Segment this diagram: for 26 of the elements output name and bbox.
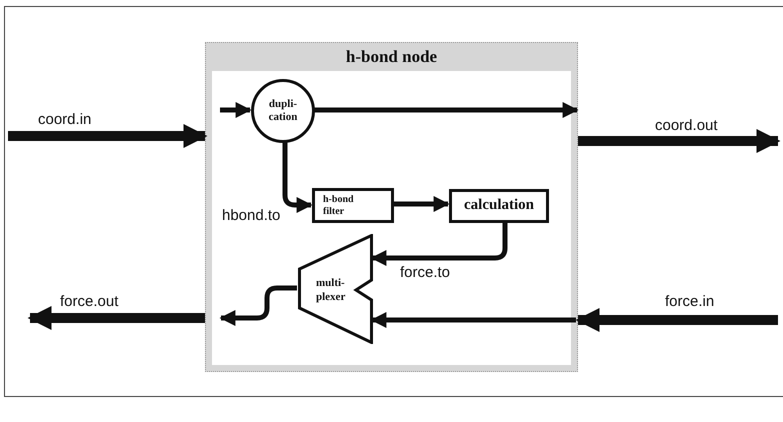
arrow — [282, 142, 313, 213]
arrow — [219, 286, 297, 326]
arrow — [314, 102, 579, 118]
module-panel — [205, 42, 578, 372]
arrow — [578, 129, 780, 153]
node-label: dupli- cation — [268, 98, 298, 124]
node-label: calculation — [463, 197, 535, 215]
module-title: h-bond node — [344, 47, 438, 67]
arrow — [28, 306, 205, 330]
node-label: h-bond filter — [323, 194, 355, 217]
arrow — [370, 312, 576, 328]
multiplexer-trapezoid — [298, 234, 373, 344]
arrow — [393, 196, 450, 212]
node-label: multi- plexer — [316, 276, 346, 305]
edge-label: coord.in — [38, 112, 92, 127]
arrow — [576, 308, 778, 332]
process-box — [312, 188, 394, 223]
edge-label: hbond.to — [222, 208, 280, 223]
edge-label: coord.out — [655, 118, 718, 133]
process-box — [449, 189, 549, 223]
arrow — [220, 102, 252, 118]
arrow — [370, 222, 508, 266]
edge-label: force.in — [665, 294, 714, 309]
arrow — [8, 124, 208, 148]
edge-label: force.to — [400, 265, 450, 280]
edge-label: force.out — [60, 294, 118, 309]
